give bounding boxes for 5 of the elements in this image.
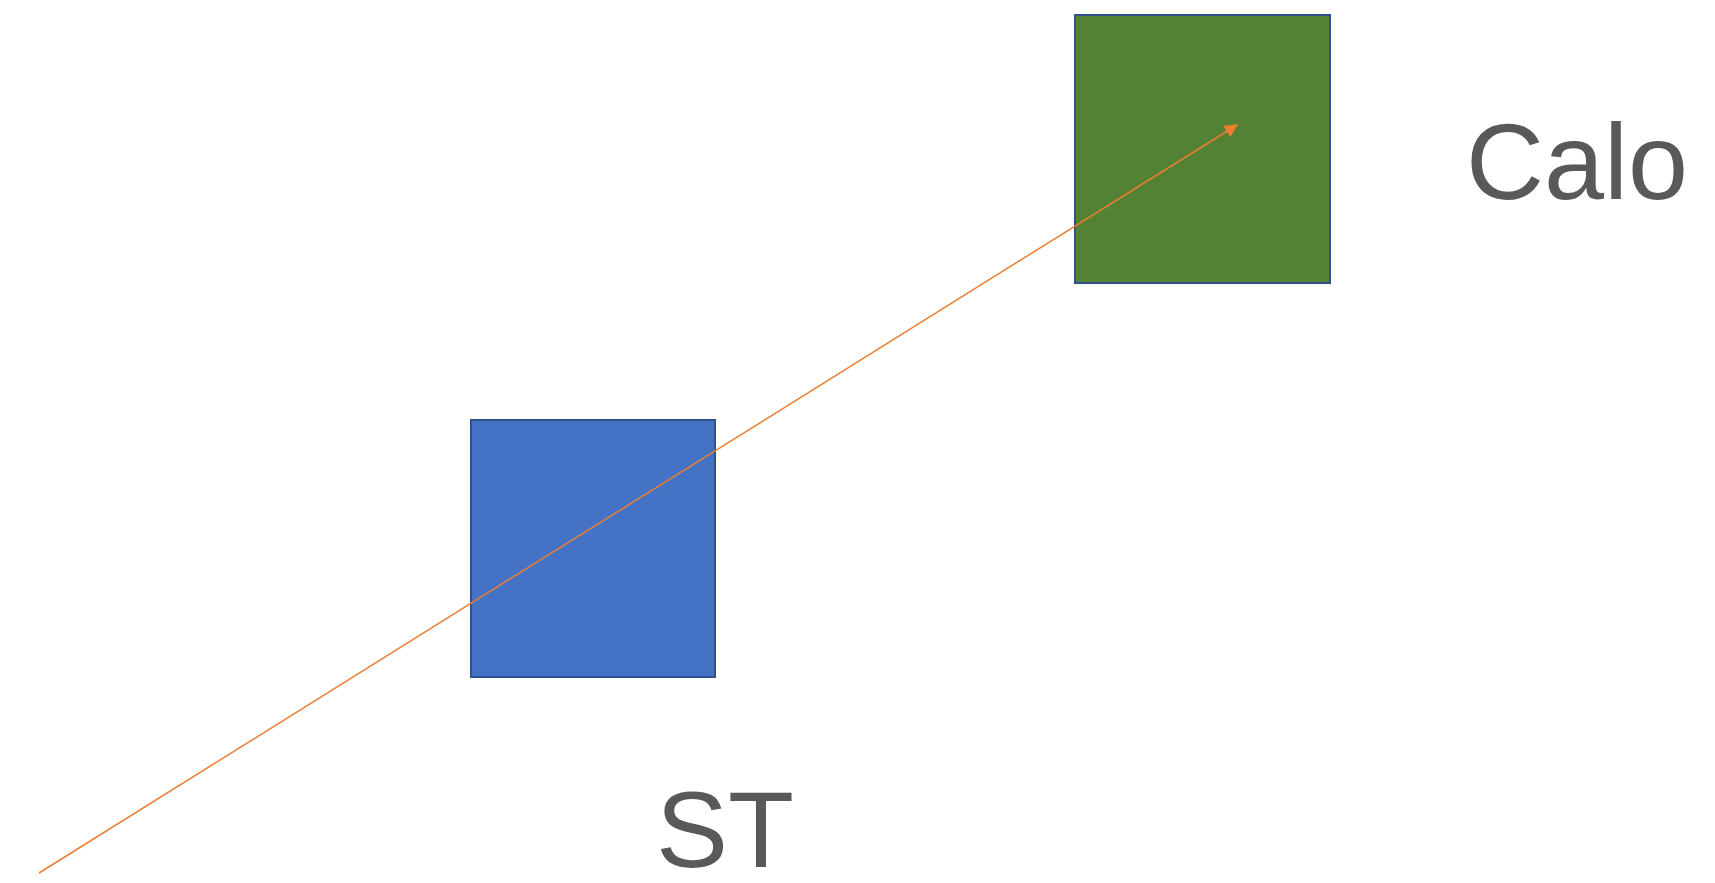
square bbox=[1074, 14, 1331, 284]
arrow bbox=[38, 124, 1239, 874]
detector-label: Calo bbox=[1466, 108, 1689, 216]
detector-label: ST bbox=[656, 776, 794, 883]
square bbox=[470, 419, 716, 678]
